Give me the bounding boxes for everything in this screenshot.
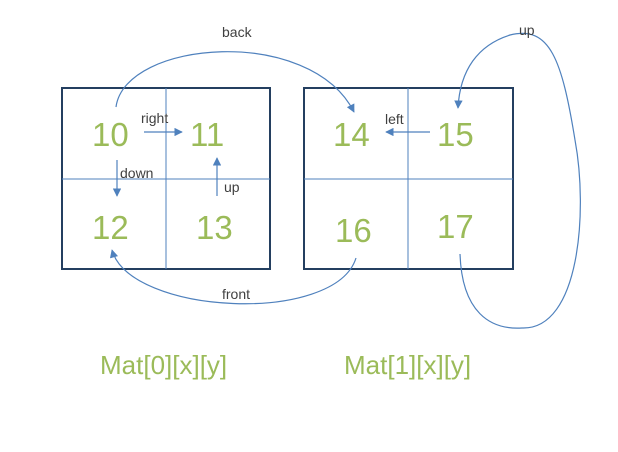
label-back: back	[222, 24, 253, 40]
cell-0-1-0: 12	[92, 209, 129, 246]
matrix-1-grid	[303, 87, 514, 270]
matrix-0-grid	[61, 87, 271, 270]
label-up-inner: up	[224, 179, 240, 195]
cell-1-1-0: 16	[335, 212, 372, 249]
cell-0-1-1: 13	[196, 209, 233, 246]
arrow-back	[115, 51, 355, 113]
cell-0-0-0: 10	[92, 116, 129, 153]
label-up-outer: up	[519, 22, 535, 38]
cell-1-0-1: 15	[437, 116, 474, 153]
label-down: down	[120, 165, 153, 181]
label-front: front	[222, 286, 250, 302]
caption-matrix-0: Mat[0][x][y]	[100, 350, 227, 380]
arrow-up-outer	[454, 32, 581, 329]
label-left: left	[385, 111, 404, 127]
caption-matrix-1: Mat[1][x][y]	[344, 350, 471, 380]
cell-1-0-0: 14	[333, 116, 370, 153]
arrow-front	[109, 249, 357, 305]
label-right: right	[141, 110, 168, 126]
cell-0-0-1: 11	[190, 116, 224, 153]
cell-1-1-1: 17	[437, 208, 474, 245]
